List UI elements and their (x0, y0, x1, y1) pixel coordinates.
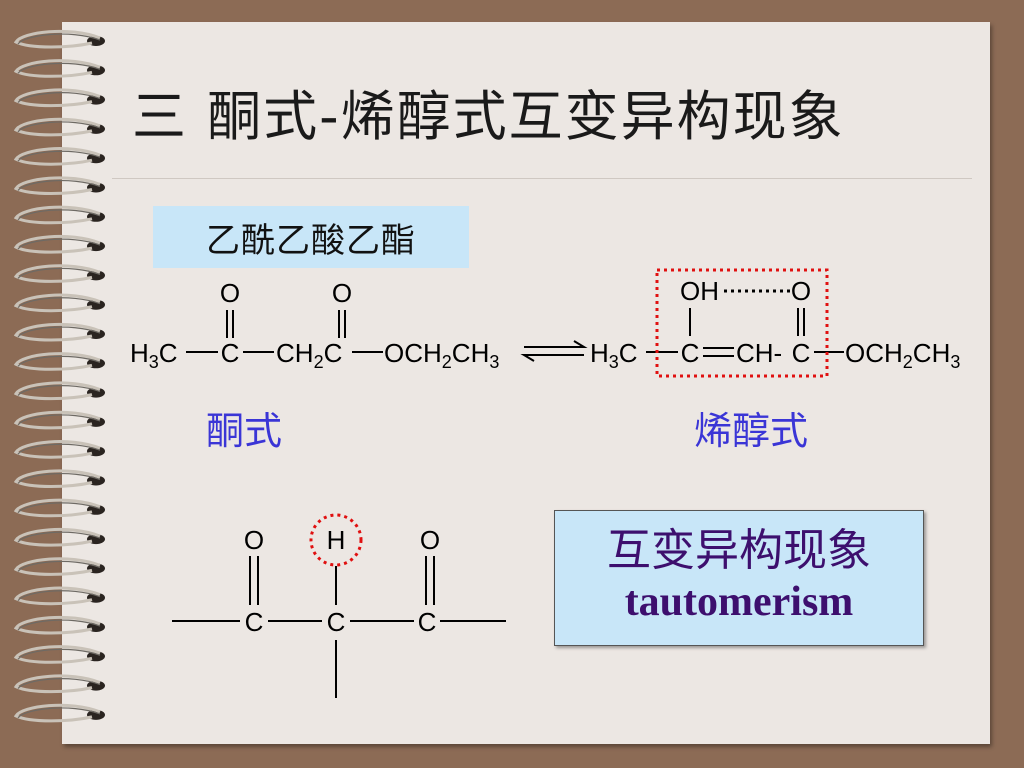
enol-h3c: H3C (590, 338, 638, 372)
binding-ring (13, 59, 105, 78)
binding-ring (13, 557, 105, 576)
general-c1: C (245, 607, 264, 637)
binding-ring (13, 234, 105, 254)
binding-ring (13, 205, 105, 225)
enol-oh: OH (680, 276, 719, 306)
compound-name-box: 乙酰乙酸乙酯 (153, 206, 469, 268)
binding-ring (13, 352, 105, 371)
enol-c1: C (681, 338, 700, 368)
binding-ring (13, 469, 105, 488)
enol-o: O (791, 276, 811, 306)
keto-och2ch3: OCH2CH3 (384, 338, 499, 372)
binding-ring (13, 293, 105, 313)
binding-ring (13, 410, 105, 430)
binding-ring (13, 527, 105, 547)
dicarbonyl-structure: O H O C C C (172, 513, 506, 698)
binding-ring (13, 498, 105, 518)
binding-ring (13, 645, 105, 664)
keto-c1: C (221, 338, 240, 368)
general-o1: O (244, 525, 264, 555)
binding-ring (13, 586, 105, 606)
alpha-hydrogen-highlight (309, 513, 363, 567)
binding-ring (13, 381, 105, 401)
tautomerism-box: 互变异构现象 tautomerism (554, 510, 924, 646)
enol-c2: C (792, 338, 811, 368)
binding-ring (13, 674, 105, 694)
general-o2: O (420, 525, 440, 555)
enol-form-label: 烯醇式 (694, 409, 809, 453)
keto-h3c: H3C (130, 338, 178, 372)
keto-structure: O O H3C C CH2C OCH2CH3 (130, 278, 499, 372)
binding-ring (13, 264, 105, 283)
slide-title: 三 酮式-烯醇式互变异构现象 (132, 85, 845, 148)
binding-ring (13, 117, 105, 137)
binding-ring (13, 703, 105, 723)
enol-highlight-box (655, 268, 829, 378)
enol-och2ch3: OCH2CH3 (845, 338, 960, 372)
enol-structure: OH O H3C C CH- C OCH2CH3 (590, 268, 960, 378)
term-english: tautomerism (624, 579, 854, 625)
spiral-binding (13, 29, 105, 723)
general-c3: C (418, 607, 437, 637)
binding-ring (13, 615, 105, 635)
keto-form-label: 酮式 (206, 409, 283, 453)
keto-ch2: CH2C (276, 338, 342, 372)
binding-ring (13, 176, 105, 195)
enol-ch: CH- (736, 338, 782, 368)
term-chinese: 互变异构现象 (607, 525, 871, 576)
binding-ring (13, 29, 105, 49)
compound-name: 乙酰乙酸乙酯 (206, 220, 416, 261)
equilibrium-arrows (520, 340, 588, 362)
binding-ring (13, 88, 105, 108)
binding-ring (13, 322, 105, 342)
keto-o1: O (220, 278, 240, 308)
general-h: H (327, 525, 346, 555)
binding-ring (13, 147, 105, 166)
title-divider (112, 178, 972, 179)
keto-o2: O (332, 278, 352, 308)
general-c2: C (327, 607, 346, 637)
binding-ring (13, 440, 105, 459)
